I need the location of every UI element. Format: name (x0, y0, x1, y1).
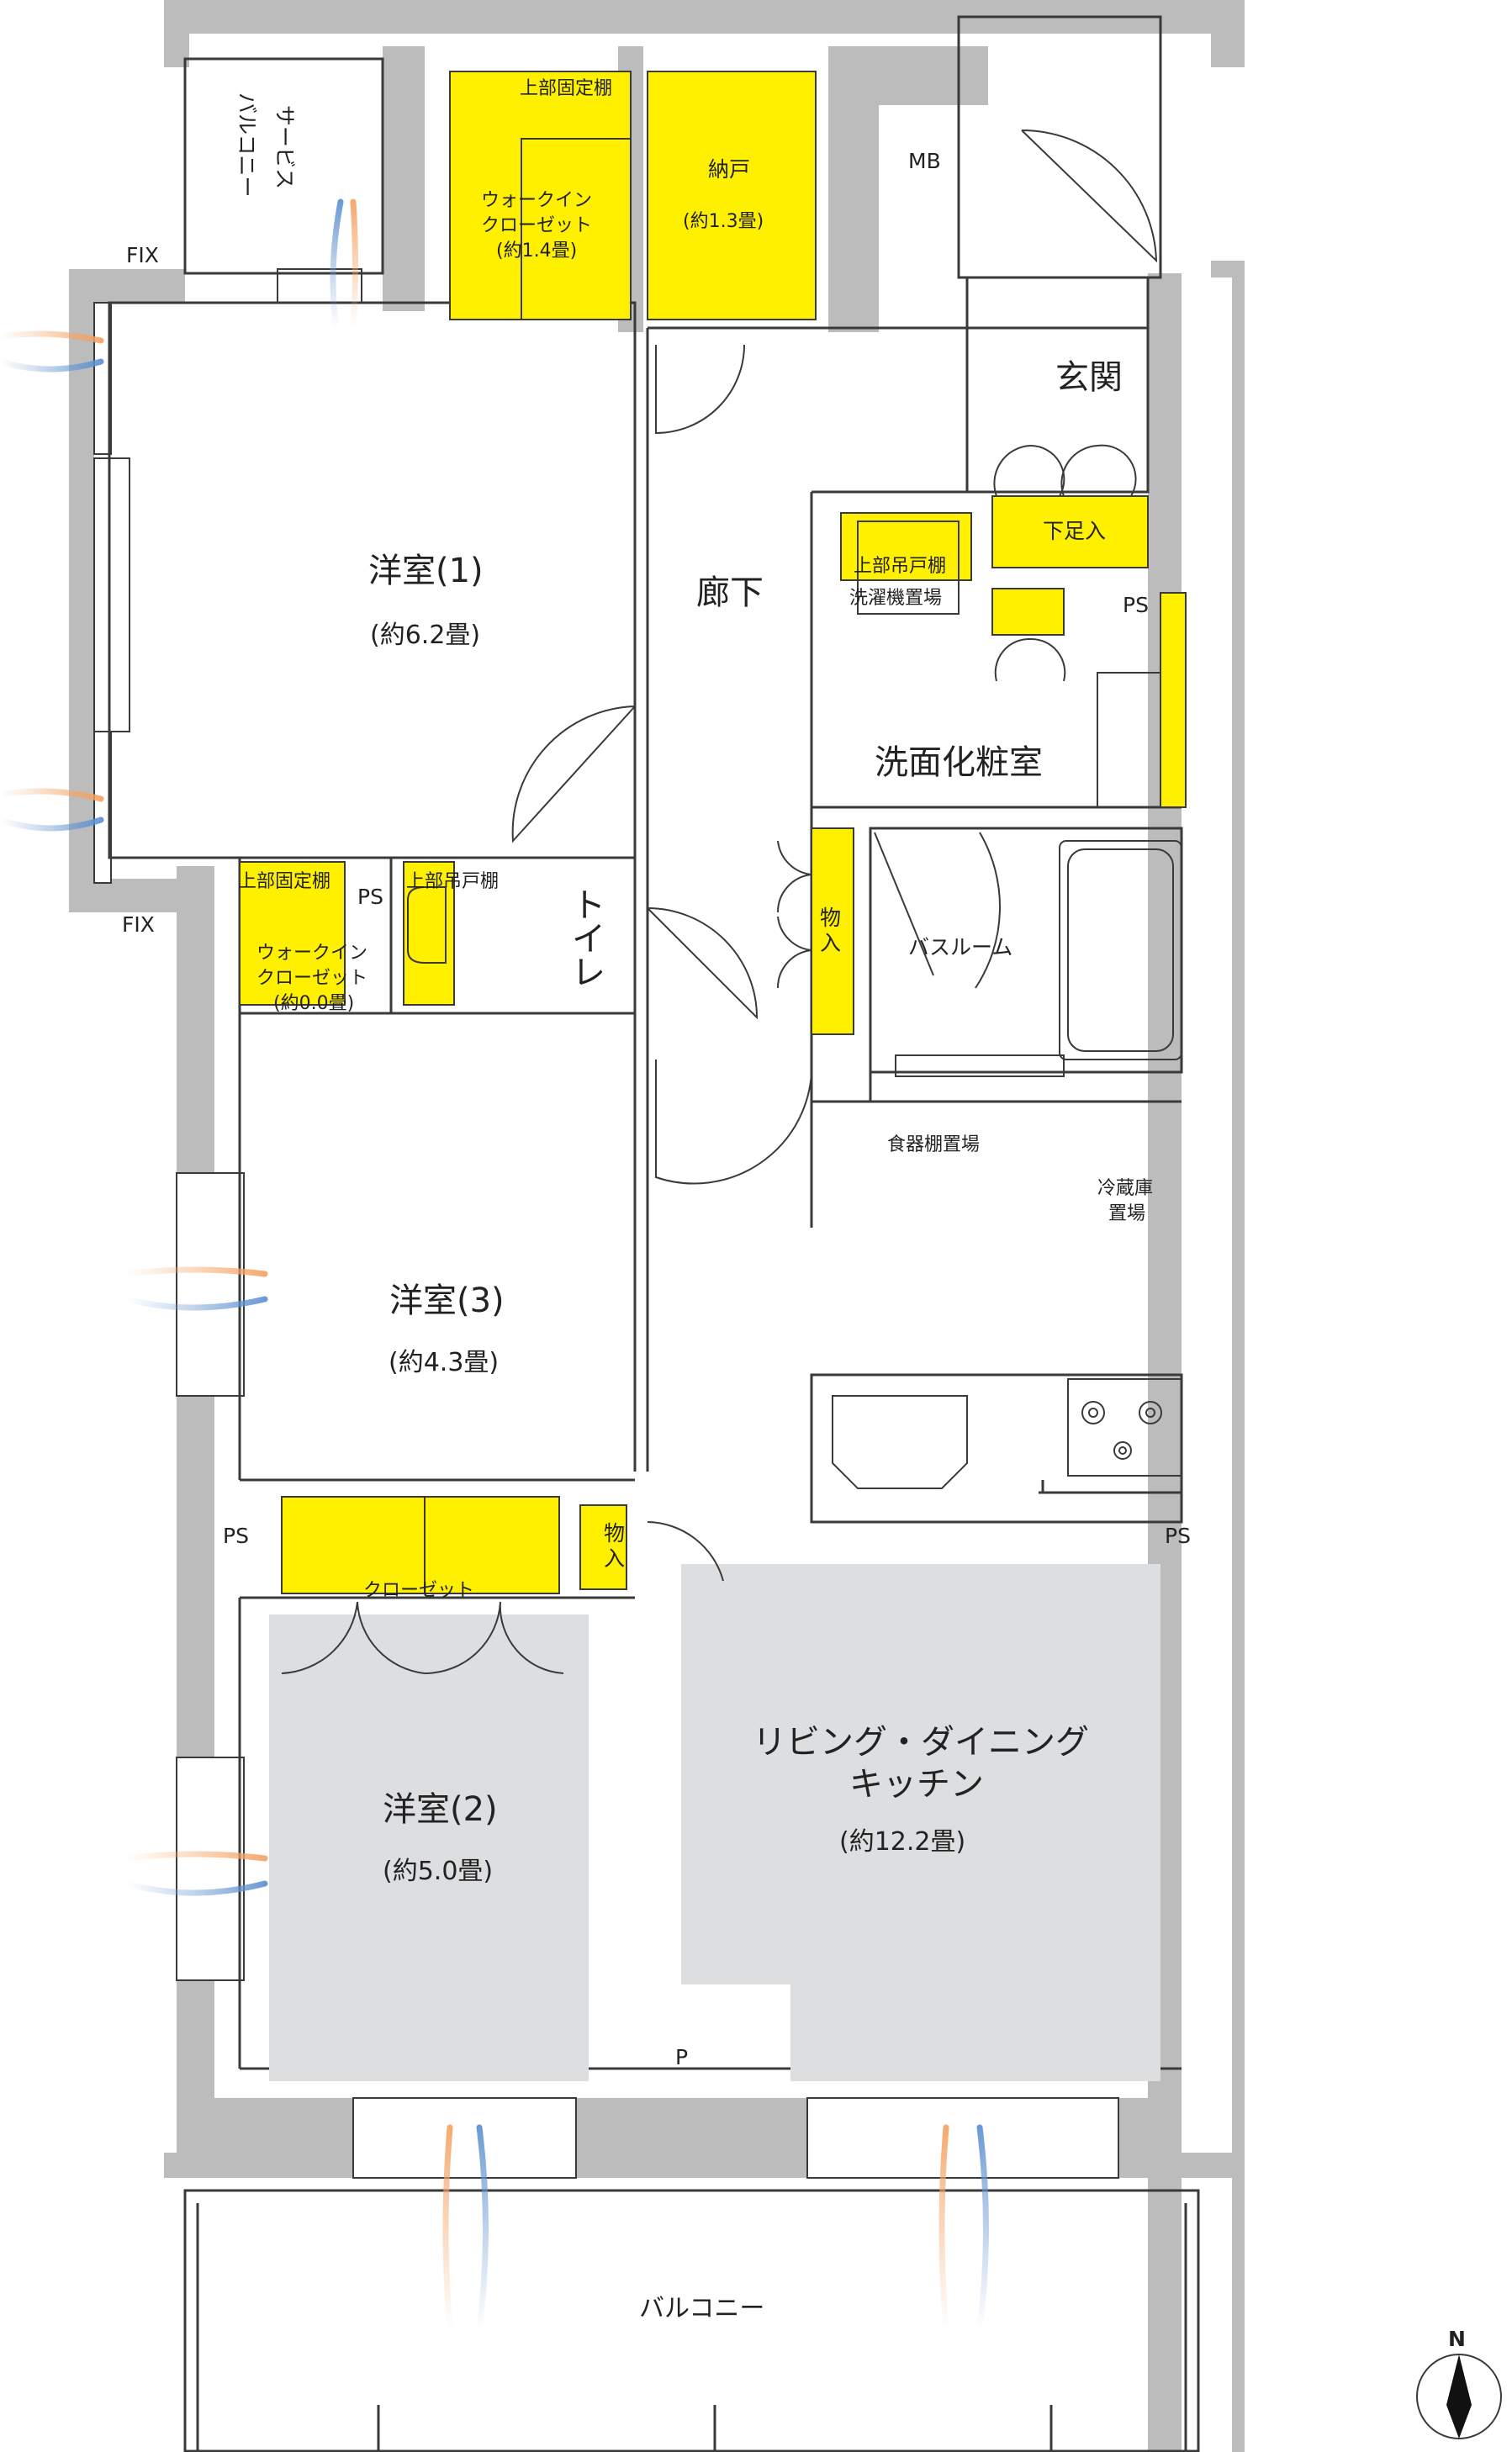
laundry-label: 洗濯機置場 (849, 588, 942, 609)
ps-label-west: PS (223, 1524, 249, 1548)
fridge-label-2: 置場 (1108, 1203, 1145, 1224)
toilet-shelf-label: 上部吊戸棚 (406, 871, 499, 892)
window-openings (93, 268, 1119, 2179)
storage-mono2-label-2: 入 (604, 1546, 625, 1571)
ldk-size: (約12.2畳) (839, 1827, 965, 1857)
bathroom-label: バスルーム (908, 935, 1012, 959)
bedroom3-size: (約4.3畳) (389, 1348, 499, 1377)
washroom-label: 洗面化粧室 (875, 743, 1043, 782)
corridor-label: 廊下 (696, 573, 764, 612)
wic-small-shelf-label: 上部固定棚 (238, 871, 330, 892)
service-balcony-label-2: バルコニー (235, 92, 259, 198)
floor-areas (269, 1564, 1160, 2081)
bedroom2-name: 洋室(2) (383, 1790, 498, 1829)
wic-top-size: (約1.4畳) (496, 240, 577, 262)
storage-mono1-label-2: 入 (820, 931, 841, 955)
entrance-label: 玄関 (1055, 358, 1123, 397)
laundry-shelf-label: 上部吊戸棚 (854, 556, 946, 577)
wic-top-label-1: ウォークイン (481, 190, 592, 211)
wic-top-shelf-label: 上部固定棚 (520, 78, 612, 99)
wic-small-size: (約0.0畳) (273, 993, 354, 1014)
north-label: N (1448, 2327, 1466, 2351)
shoe-box-label: 下足入 (1043, 519, 1106, 543)
toilet-label-3: レ (572, 954, 605, 992)
fix-label-bottom: FIX (122, 912, 155, 937)
storage-details (407, 138, 1182, 1593)
bedroom1-size: (約6.2畳) (370, 621, 480, 650)
fix-label-top: FIX (126, 243, 159, 267)
ldk-name-1: リビング・ダイニング (753, 1723, 1089, 1762)
bedroom3-name: 洋室(3) (389, 1281, 505, 1320)
toilet-label-1: ト (572, 886, 605, 925)
storage-mono2-label-1: 物 (604, 1521, 625, 1546)
ps-label-entrance: PS (1123, 593, 1149, 617)
ps-label-kitchen: PS (1165, 1524, 1191, 1548)
north-compass (1416, 2354, 1502, 2439)
dish-shelf-label: 食器棚置場 (887, 1134, 980, 1155)
airflow-arrows (0, 198, 989, 2333)
storage-mono1-label-1: 物 (820, 906, 841, 930)
fridge-label-1: 冷蔵庫 (1097, 1178, 1153, 1199)
toilet-label-2: イ (572, 920, 605, 959)
mb-label: MB (908, 149, 941, 173)
bedroom1-name: 洋室(1) (368, 552, 484, 590)
doors (281, 129, 1158, 1675)
service-balcony-label: サービス (272, 105, 297, 189)
bedroom2-size: (約5.0畳) (383, 1857, 493, 1886)
wic-small-label-2: クローゼット (256, 968, 367, 989)
wic-top-label-2: クローゼット (481, 215, 592, 236)
wic-small-label-1: ウォークイン (256, 943, 367, 964)
stove-burners (1081, 1401, 1162, 1460)
ps-label-bedroom1: PS (357, 885, 383, 909)
storage-blocks (239, 71, 1187, 1594)
closet-label: クローゼット (363, 1580, 474, 1601)
nando-label: 納戸 (708, 157, 750, 182)
p-label: P (675, 2045, 688, 2069)
balcony-outline (183, 2189, 1200, 2452)
balcony-label: バルコニー (639, 2294, 764, 2323)
ldk-name-2: キッチン (849, 1765, 984, 1804)
nando-size: (約1.3畳) (683, 211, 764, 232)
